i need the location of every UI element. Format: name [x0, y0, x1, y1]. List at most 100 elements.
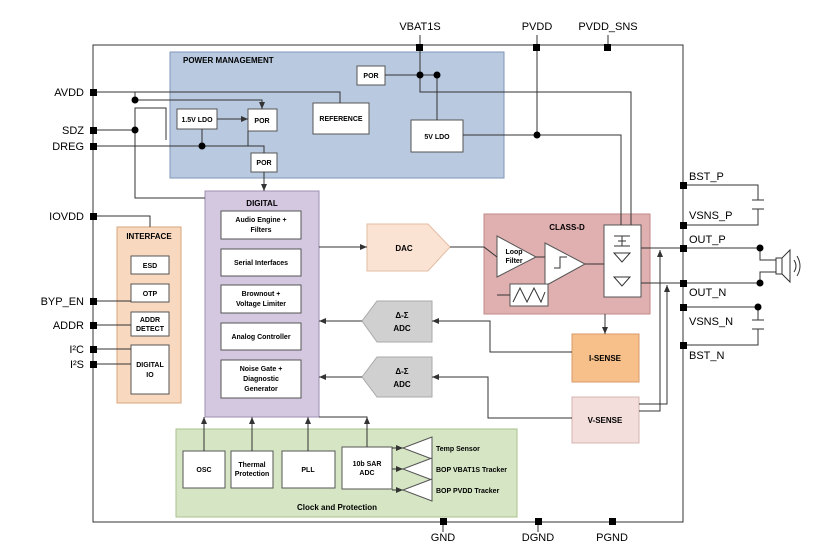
digital-io-line1: DIGITAL — [136, 362, 164, 369]
loop-filter-line2: Filter — [505, 258, 522, 265]
comparator-triangle — [544, 242, 587, 287]
adc-bottom-line2: ADC — [393, 380, 411, 389]
reference-box — [312, 102, 370, 135]
analog-controller-label: Analog Controller — [231, 334, 290, 341]
esd-box — [130, 255, 170, 275]
serial-interfaces-box — [220, 248, 302, 277]
dac-label: DAC — [395, 244, 413, 253]
interconnect-wires — [93, 35, 776, 532]
pin-i2s: I²S — [70, 359, 84, 371]
pin-vsns-n: VSNS_N — [689, 316, 733, 328]
loop-filter-line1: Loop — [505, 249, 522, 256]
pin-addr: ADDR — [53, 320, 84, 332]
pin-byp-en: BYP_EN — [41, 296, 84, 308]
ldo-1v5-label: 1.5V LDO — [181, 117, 213, 124]
addr-detect-box — [130, 311, 170, 337]
pin-out-n: OUT_N — [689, 287, 726, 299]
power-management-block — [169, 51, 505, 179]
ramp-generator-box — [509, 283, 549, 307]
por-low-label: POR — [256, 160, 271, 167]
bop-vbat-label: BOP VBAT1S Tracker — [436, 467, 507, 474]
adc-bottom-line1: Δ-Σ — [395, 367, 408, 376]
brownout-line1: Brownout + — [242, 291, 281, 298]
audio-engine-line1: Audio Engine + — [235, 217, 286, 224]
osc-label: OSC — [196, 467, 211, 474]
addr-detect-line2: DETECT — [136, 326, 165, 333]
pin-pgnd: PGND — [596, 532, 628, 544]
thermal-line1: Thermal — [238, 462, 265, 469]
sar-adc-line2: ADC — [359, 470, 374, 477]
bop-pvdd-triangle — [401, 478, 433, 502]
v-sense-block — [571, 396, 640, 444]
adc-top-line1: Δ-Σ — [395, 311, 408, 320]
thermal-line2: Protection — [235, 471, 270, 478]
clock-protection-title: Clock and Protection — [297, 503, 377, 512]
speaker-icon — [775, 248, 801, 284]
pin-pvdd: PVDD — [522, 21, 553, 33]
pin-gnd: GND — [431, 532, 456, 544]
dac-block — [366, 223, 451, 272]
audio-engine-line2: Filters — [250, 227, 271, 234]
otp-label: OTP — [143, 291, 158, 298]
audio-engine-box — [220, 210, 302, 240]
pin-dgnd: DGND — [522, 532, 554, 544]
fet-high-side-p — [614, 235, 630, 247]
brownout-box — [220, 284, 302, 314]
pin-avdd: AVDD — [54, 87, 84, 99]
pin-markers — [90, 44, 687, 525]
brownout-line2: Voltage Limiter — [236, 301, 286, 308]
v-sense-label: V-SENSE — [588, 416, 623, 425]
pin-out-p: OUT_P — [689, 234, 726, 246]
pin-bst-p: BST_P — [689, 171, 724, 183]
digital-title: DIGITAL — [246, 199, 278, 208]
osc-box — [182, 450, 226, 489]
digital-io-line2: IO — [146, 372, 154, 379]
ramp-waveform — [512, 286, 546, 304]
esd-label: ESD — [143, 263, 157, 270]
addr-detect-line1: ADDR — [140, 317, 160, 324]
serial-interfaces-label: Serial Interfaces — [234, 260, 288, 267]
i-sense-label: I-SENSE — [589, 354, 622, 363]
pin-iovdd: IOVDD — [49, 211, 84, 223]
temp-sensor-label: Temp Sensor — [436, 446, 480, 453]
pin-dreg: DREG — [52, 141, 84, 153]
comparator-symbol — [554, 256, 567, 269]
adc-top-line2: ADC — [393, 324, 411, 333]
noise-gate-line3: Generator — [244, 386, 278, 393]
otp-box — [130, 283, 170, 303]
pin-pvdd-sns: PVDD_SNS — [578, 21, 637, 33]
adc-top-block — [361, 300, 433, 343]
fet-driver-n-icon — [612, 276, 632, 287]
pin-vbat1s: VBAT1S — [399, 21, 440, 33]
class-d-title: CLASS-D — [549, 223, 585, 232]
por-top-label: POR — [363, 73, 378, 80]
adc-bottom-block — [361, 356, 433, 398]
class-d-internal-wires — [497, 256, 604, 296]
power-management-title: POWER MANAGEMENT — [183, 56, 274, 65]
sar-adc-box — [341, 446, 393, 490]
pin-i2c: I²C — [69, 344, 84, 356]
digital-io-box — [130, 344, 170, 395]
sar-adc-line1: 10b SAR — [353, 461, 382, 468]
reference-label: REFERENCE — [319, 116, 363, 123]
pin-vsns-p: VSNS_P — [689, 210, 732, 222]
pll-label: PLL — [301, 467, 315, 474]
temp-sensor-triangle — [401, 436, 433, 460]
fet-driver-p-icon — [612, 252, 632, 263]
junction-dots — [131, 71, 764, 311]
noise-gate-box — [220, 359, 302, 399]
pin-sdz: SDZ — [62, 125, 84, 137]
arrow-heads — [201, 102, 670, 493]
interface-title: INTERFACE — [126, 232, 172, 241]
por-mid-label: POR — [254, 118, 269, 125]
analog-controller-box — [220, 322, 302, 351]
pin-bst-n: BST_N — [689, 350, 725, 362]
noise-gate-line1: Noise Gate + — [240, 366, 283, 373]
thermal-protection-box — [230, 450, 274, 489]
i-sense-block — [571, 333, 640, 383]
noise-gate-line2: Diagnostic — [243, 376, 279, 383]
bop-pvdd-label: BOP PVDD Tracker — [436, 488, 500, 495]
ldo-5v-label: 5V LDO — [424, 134, 450, 141]
bop-vbat-triangle — [401, 457, 433, 481]
